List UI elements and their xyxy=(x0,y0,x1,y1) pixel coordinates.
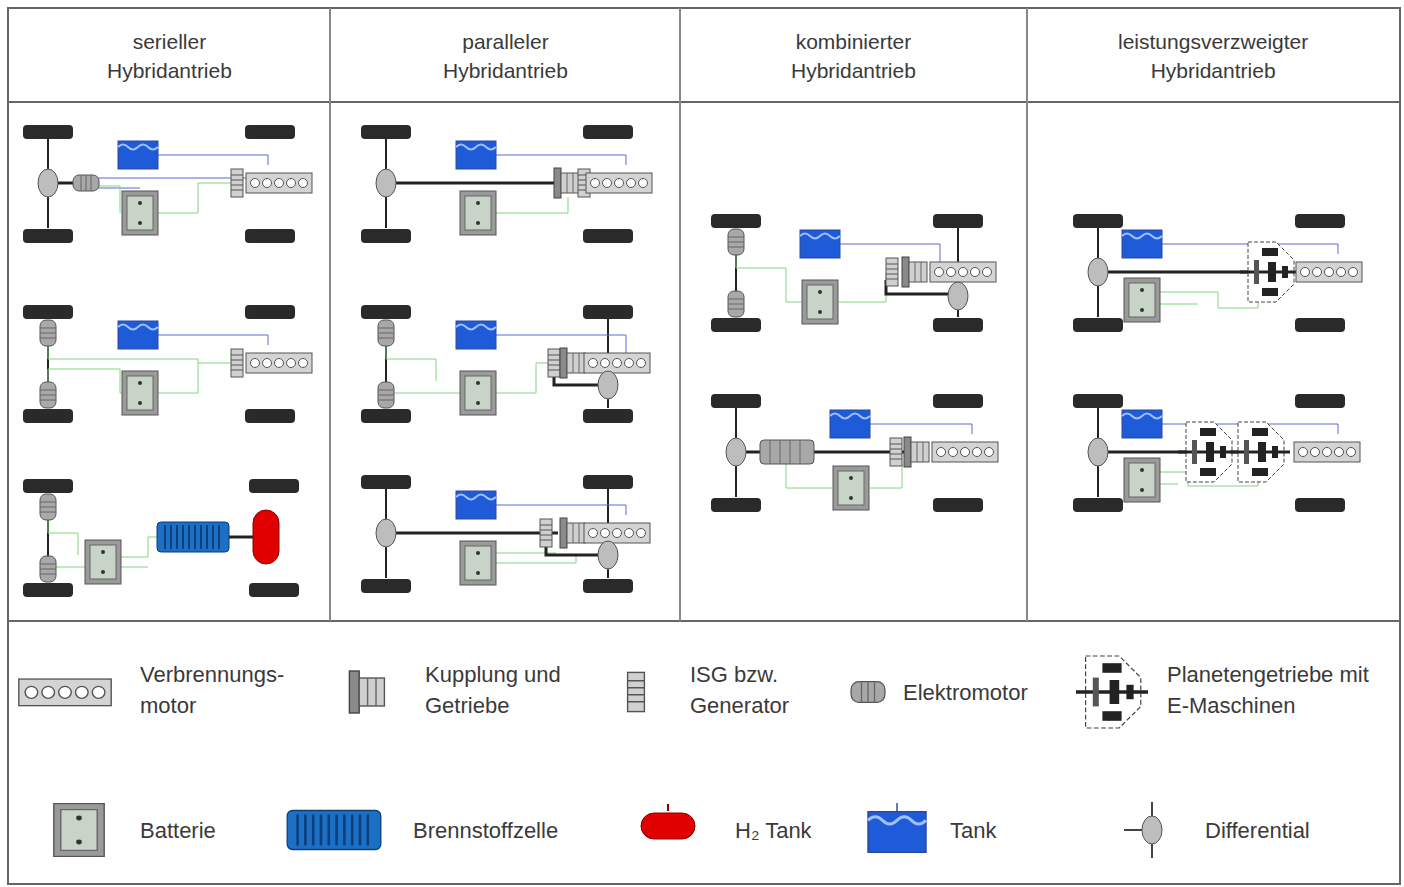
column-header: serieller Hybridantrieb xyxy=(107,27,232,85)
column-header: leistungsverzweigter Hybridantrieb xyxy=(1118,27,1308,85)
legend-text: ISG bzw. Generator xyxy=(690,659,810,721)
column-header: kombinierter Hybridantrieb xyxy=(791,27,916,85)
legend-text: Tank xyxy=(950,815,996,846)
legend-text: H₂ Tank xyxy=(735,815,812,846)
legend-text: Brennstoffzelle xyxy=(413,815,558,846)
legend-text: Elektromotor xyxy=(903,677,1028,708)
legend-text: Batterie xyxy=(140,815,216,846)
legend-text: Differential xyxy=(1205,815,1310,846)
column-header: paralleler Hybridantrieb xyxy=(443,27,568,85)
legend-text: Verbrennungs- motor xyxy=(140,659,318,721)
legend-text: Kupplung und Getriebe xyxy=(425,659,595,721)
legend-text: Planetengetriebe mit E-Maschinen xyxy=(1167,659,1372,721)
